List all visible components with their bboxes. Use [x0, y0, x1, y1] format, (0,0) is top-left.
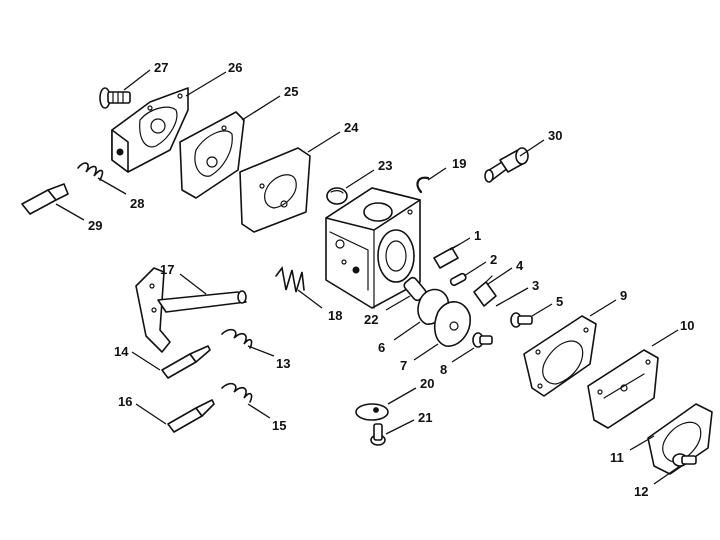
part-15-spring — [221, 382, 253, 403]
part-29-screw — [21, 183, 69, 215]
part-10-diaphragm — [587, 349, 659, 429]
part-14-needle — [161, 345, 211, 379]
leader-21 — [385, 419, 415, 435]
leader-27 — [123, 69, 151, 91]
callout-8: 8 — [440, 362, 447, 377]
part-2-pin — [449, 272, 467, 287]
part-30-fitting — [484, 147, 529, 183]
leader-26 — [185, 71, 227, 97]
callout-22: 22 — [364, 312, 378, 327]
leader-7 — [413, 343, 439, 361]
leader-2 — [463, 261, 487, 277]
callout-16: 16 — [118, 394, 132, 409]
leader-3 — [495, 287, 529, 307]
leader-8 — [451, 347, 475, 363]
callout-18: 18 — [328, 308, 342, 323]
callout-14: 14 — [114, 344, 129, 359]
part-20-washer — [355, 403, 389, 421]
leader-6 — [393, 321, 421, 341]
callout-26: 26 — [228, 60, 242, 75]
leader-15 — [247, 403, 271, 419]
leader-28 — [97, 177, 127, 195]
leader-22 — [385, 295, 411, 311]
leader-16 — [135, 403, 167, 425]
callout-5: 5 — [556, 294, 563, 309]
part-16-needle — [167, 399, 215, 433]
part-23-ball — [326, 187, 348, 205]
callout-24: 24 — [344, 120, 359, 135]
part-13-spring — [221, 328, 253, 349]
callout-3: 3 — [532, 278, 539, 293]
part-21-screw — [370, 423, 386, 446]
callout-29: 29 — [88, 218, 102, 233]
leader-10 — [651, 329, 679, 347]
callout-23: 23 — [378, 158, 392, 173]
callout-30: 30 — [548, 128, 562, 143]
leader-19 — [427, 167, 447, 181]
part-17-throttle-lever — [135, 267, 247, 353]
part-25-gasket — [179, 111, 245, 199]
part-24-gasket — [239, 147, 311, 233]
callout-6: 6 — [378, 340, 385, 355]
callout-15: 15 — [272, 418, 286, 433]
part-1-needle — [433, 243, 461, 269]
part-5-screw — [510, 312, 533, 328]
callout-9: 9 — [620, 288, 627, 303]
part-7-plate — [433, 301, 471, 347]
leader-24 — [307, 131, 341, 153]
leader-20 — [387, 387, 417, 405]
leader-11 — [629, 435, 655, 451]
part-28-spring — [77, 162, 104, 181]
callout-2: 2 — [490, 252, 497, 267]
leader-9 — [589, 299, 617, 317]
part-4-lever — [473, 275, 497, 307]
leader-17 — [179, 273, 207, 295]
leader-30 — [519, 139, 545, 157]
callout-13: 13 — [276, 356, 290, 371]
leader-12 — [653, 465, 681, 485]
callout-28: 28 — [130, 196, 144, 211]
part-27-screw — [99, 87, 131, 109]
part-18-spring — [275, 266, 305, 293]
callout-1: 1 — [474, 228, 481, 243]
callout-4: 4 — [516, 258, 524, 273]
callout-25: 25 — [284, 84, 298, 99]
leader-23 — [345, 169, 375, 189]
part-12-screw — [672, 453, 697, 467]
part-19-clip — [416, 176, 430, 194]
part-8-screw — [472, 332, 493, 348]
callout-19: 19 — [452, 156, 466, 171]
callout-11: 11 — [610, 450, 624, 465]
carburetor-body — [325, 187, 421, 309]
leader-18 — [297, 289, 323, 309]
part-11-cover — [647, 403, 713, 475]
callout-21: 21 — [418, 410, 432, 425]
leader-5 — [531, 303, 553, 317]
leader-29 — [55, 203, 85, 221]
callout-27: 27 — [154, 60, 168, 75]
leader-14 — [131, 351, 161, 371]
callout-10: 10 — [680, 318, 694, 333]
callout-12: 12 — [634, 484, 648, 499]
part-26-pump-cover — [111, 87, 189, 173]
part-9-gasket — [523, 315, 597, 397]
callout-labels: 1 2 3 4 5 6 7 8 9 10 11 12 13 14 15 16 1… — [88, 60, 694, 499]
leader-4 — [487, 267, 513, 285]
leader-lines — [55, 69, 681, 485]
leader-25 — [241, 95, 281, 121]
callout-7: 7 — [400, 358, 407, 373]
leader-13 — [247, 345, 275, 357]
leader-1 — [449, 237, 471, 251]
callout-17: 17 — [160, 262, 174, 277]
callout-20: 20 — [420, 376, 434, 391]
